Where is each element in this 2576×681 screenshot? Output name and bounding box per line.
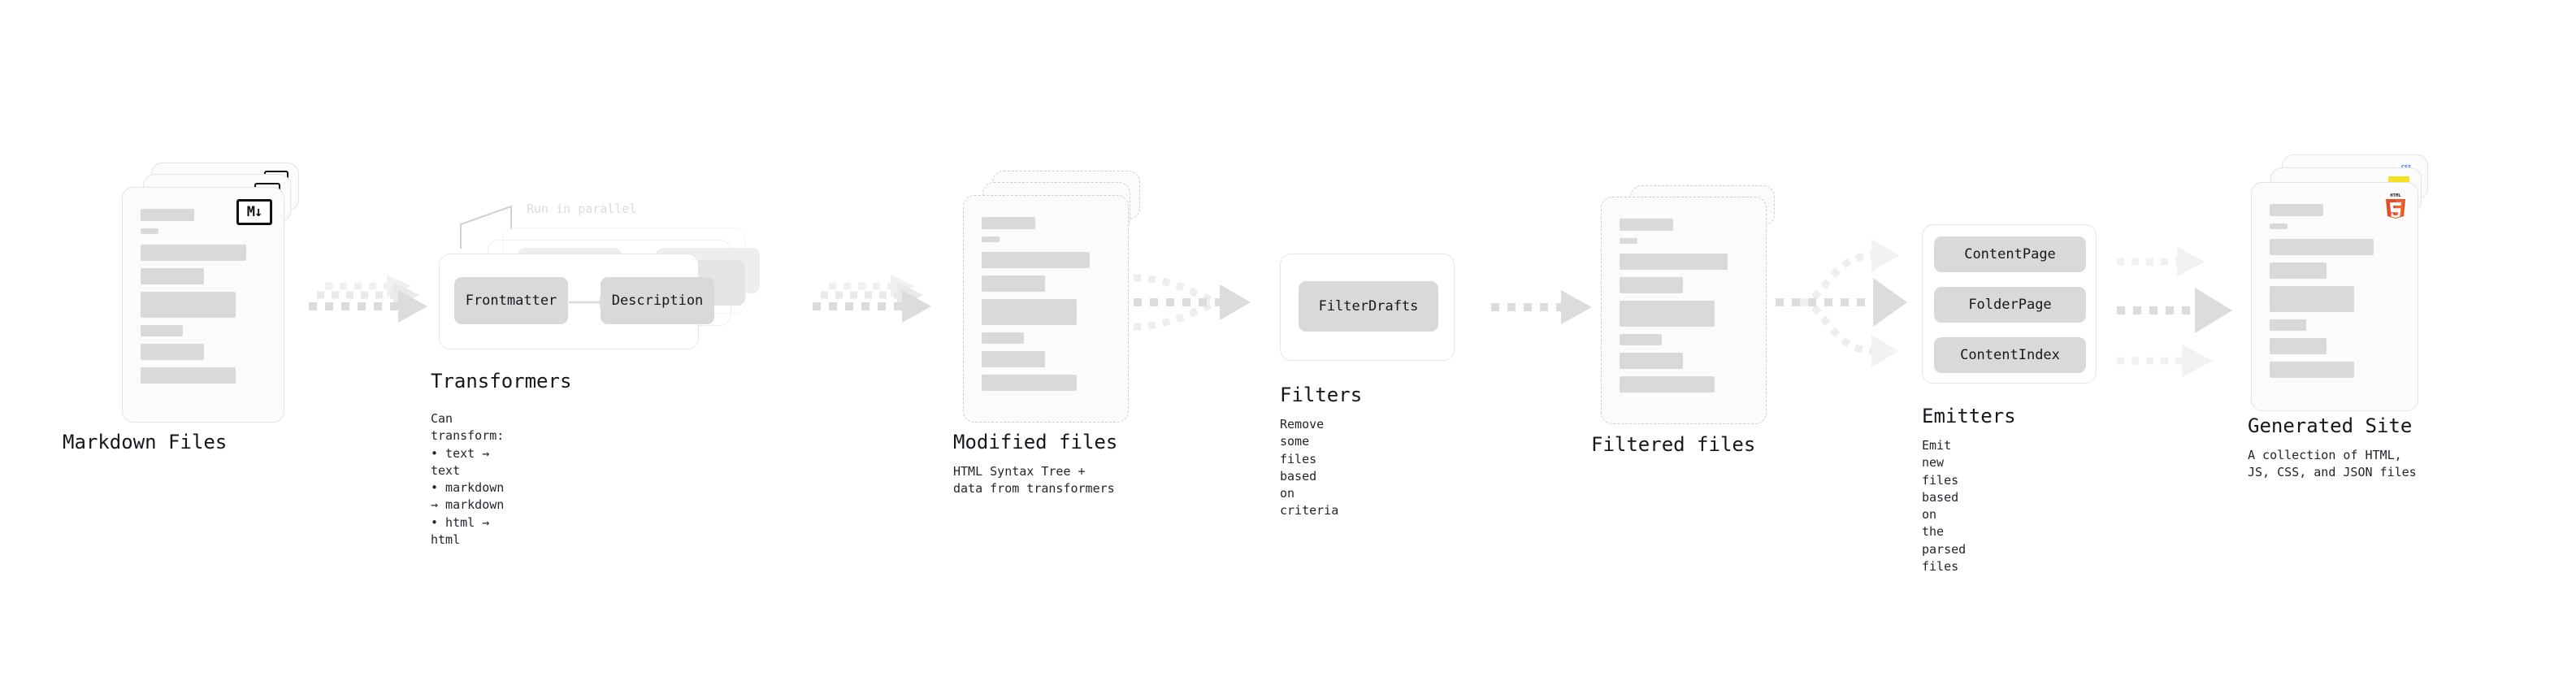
filters-box: FilterDrafts (1280, 254, 1455, 361)
modified-files-title: Modified files (953, 431, 1118, 453)
markdown-card-stack: M↓ M↓ M↓ (122, 163, 301, 423)
connector-arrows (1491, 290, 1592, 324)
connector-filters-to-filtered (1491, 280, 1613, 337)
emitter-step-contentpage[interactable]: ContentPage (1934, 236, 2086, 272)
markdown-sheet-front: M↓ (122, 187, 284, 423)
connector-arrows (2117, 247, 2232, 377)
emitter-step-contentindex[interactable]: ContentIndex (1934, 337, 2086, 373)
filters-title: Filters (1280, 384, 1363, 406)
run-in-parallel-label: Run in parallel (527, 202, 637, 216)
markdown-icon: M↓ (236, 199, 272, 225)
emitters-title: Emitters (1922, 405, 2016, 427)
stage-generated-site: CSS HTML (2248, 154, 2438, 479)
generated-site-caption: A collection of HTML, JS, CSS, and JSON … (2248, 448, 2417, 480)
generated-site-title: Generated Site (2248, 414, 2413, 437)
stage-modified-files: Modified files HTML Syntax Tree + data f… (953, 171, 1142, 496)
generated-card-stack: CSS HTML (2251, 154, 2438, 414)
connector-arrows (813, 275, 931, 323)
connector-arrows (309, 275, 427, 323)
emitters-box: ContentPage FolderPage ContentIndex (1922, 224, 2097, 384)
connector-transformers-to-modified (813, 268, 943, 349)
connector-modified-to-filters (1133, 260, 1288, 358)
connector-arrows (1776, 239, 1907, 367)
modified-files-caption: HTML Syntax Tree + data from transformer… (953, 464, 1115, 497)
emitter-step-folderpage[interactable]: FolderPage (1934, 287, 2086, 323)
filters-caption: Remove some files based on criteria (1280, 417, 1339, 518)
transformer-inner-arrow (569, 297, 611, 308)
connector-filtered-to-emitters (1776, 228, 1922, 382)
filtered-sheet-front (1601, 197, 1767, 424)
svg-text:HTML: HTML (2390, 193, 2401, 198)
connector-markdown-to-transformers (309, 268, 439, 349)
parallel-bracket-icon (460, 205, 512, 249)
generated-placeholder-lines (2270, 204, 2401, 385)
transformer-step-frontmatter[interactable]: Frontmatter (454, 277, 568, 324)
transformer-step-description[interactable]: Description (601, 277, 714, 324)
stage-markdown-files: M↓ M↓ M↓ Markdown Files (63, 163, 301, 453)
emitters-caption: Emit new files based on the parsed files (1922, 438, 1967, 575)
connector-emitters-to-generated (2117, 234, 2255, 380)
markdown-placeholder-lines (141, 209, 267, 391)
modified-placeholder-lines (982, 217, 1112, 398)
filter-step-filterdrafts[interactable]: FilterDrafts (1299, 281, 1438, 332)
filtered-placeholder-lines (1620, 219, 1750, 400)
markdown-files-title: Markdown Files (63, 431, 228, 453)
transformers-title: Transformers (431, 370, 572, 393)
transformers-caption: Can transform: • text → text • markdown … (431, 411, 505, 548)
connector-arrows (1133, 274, 1251, 331)
filtered-card-stack (1601, 185, 1780, 429)
filtered-files-title: Filtered files (1591, 433, 1756, 456)
generated-sheet-front: HTML (2251, 182, 2418, 411)
html5-icon: HTML (2383, 191, 2408, 219)
modified-card-stack (963, 171, 1142, 431)
stage-filtered-files: Filtered files (1591, 185, 1780, 456)
modified-sheet-front (963, 195, 1129, 423)
